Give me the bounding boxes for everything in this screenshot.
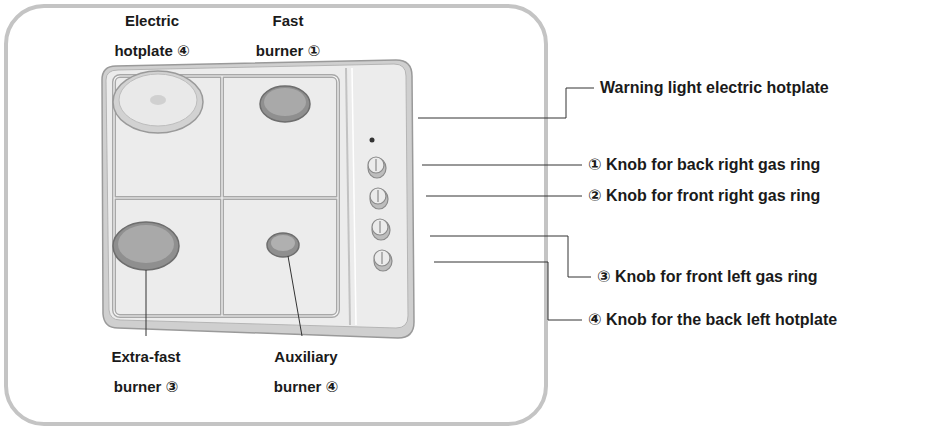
hob-body bbox=[102, 60, 414, 338]
part-label: Fast burner ① bbox=[252, 6, 324, 66]
part-label: Electric hotplate ④ bbox=[105, 6, 200, 66]
callout-label: ② Knob for front right gas ring bbox=[588, 186, 820, 206]
part-label: Extra-fast burner ③ bbox=[99, 342, 194, 402]
callout-label: ① Knob for back right gas ring bbox=[588, 155, 820, 175]
frame bbox=[6, 6, 546, 424]
electric-hotplate bbox=[113, 71, 203, 133]
leader-lines bbox=[146, 88, 594, 336]
extra-fast-burner bbox=[113, 222, 179, 270]
callout-label: Warning light electric hotplate bbox=[600, 78, 829, 98]
callout-label: ③ Knob for front left gas ring bbox=[597, 267, 818, 287]
auxiliary-burner bbox=[267, 233, 299, 257]
control-knobs bbox=[368, 138, 392, 272]
part-label: Auxiliary burner ④ bbox=[259, 342, 354, 402]
fast-burner bbox=[260, 86, 310, 122]
warning-light bbox=[370, 138, 375, 143]
callout-label: ④ Knob for the back left hotplate bbox=[588, 310, 837, 330]
